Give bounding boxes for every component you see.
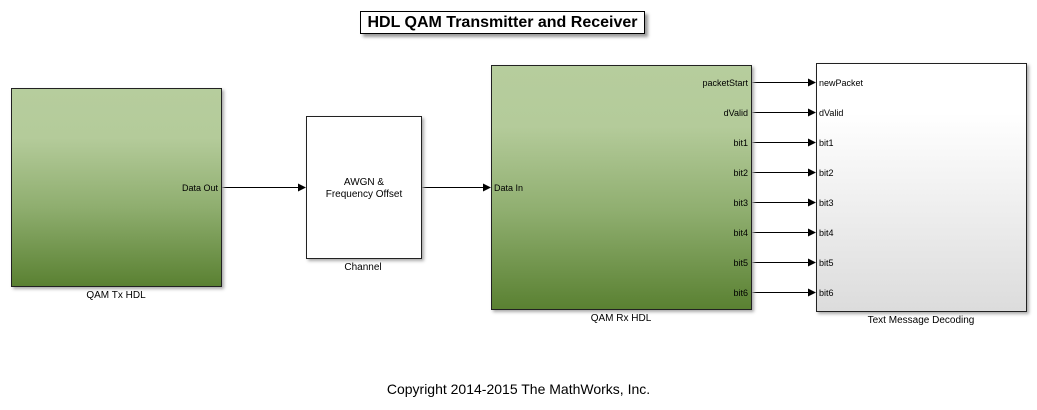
qam-rx-hdl-label: QAM Rx HDL [590, 313, 652, 324]
arrow-head-icon [808, 78, 816, 87]
port-bit2: bit2 [819, 168, 834, 178]
channel-text-line1: AWGN & [343, 177, 385, 188]
port-packetstart: packetStart [702, 78, 748, 88]
port-bit6: bit6 [819, 288, 834, 298]
channel-label: Channel [344, 262, 382, 273]
port-dvalid: dValid [819, 108, 844, 118]
port-bit5: bit5 [819, 258, 834, 268]
channel-block[interactable]: AWGN & Frequency Offset [306, 116, 422, 259]
channel-text-line2: Frequency Offset [325, 189, 403, 200]
port-bit1: bit1 [819, 138, 834, 148]
qam-tx-hdl-label: QAM Tx HDL [86, 290, 146, 301]
port-bit5: bit5 [733, 258, 748, 268]
arrow-head-icon [808, 228, 816, 237]
port-data-out: Data Out [181, 183, 218, 193]
arrow-head-icon [808, 258, 816, 267]
arrow-head-icon [808, 198, 816, 207]
port-newpacket: newPacket [819, 78, 864, 88]
qam-rx-hdl-block[interactable]: Data In packetStart dValid bit1 bit2 bit3 bit… [491, 65, 752, 310]
arrow-head-icon [808, 138, 816, 147]
copyright-text: Copyright 2014-2015 The MathWorks, Inc. [386, 381, 651, 397]
text-message-decoding-block[interactable]: newPacket dValid bit1 bit2 bit3 bit4 bit5 bit6 [816, 63, 1027, 312]
qam-tx-hdl-block[interactable]: Data Out [11, 88, 222, 287]
port-bit4: bit4 [819, 228, 834, 238]
port-data-in: Data In [494, 183, 524, 193]
arrow-head-icon [298, 183, 306, 192]
model-title: HDL QAM Transmitter and Receiver [360, 11, 645, 34]
port-bit2: bit2 [733, 168, 748, 178]
port-bit3: bit3 [733, 198, 748, 208]
port-bit6: bit6 [733, 288, 748, 298]
port-bit3: bit3 [819, 198, 834, 208]
arrow-head-icon [808, 288, 816, 297]
arrow-head-icon [483, 183, 491, 192]
port-bit1: bit1 [733, 138, 748, 148]
arrow-head-icon [808, 168, 816, 177]
port-dvalid: dValid [723, 108, 748, 118]
arrow-head-icon [808, 108, 816, 117]
port-bit4: bit4 [733, 228, 748, 238]
text-message-decoding-label: Text Message Decoding [867, 315, 975, 326]
